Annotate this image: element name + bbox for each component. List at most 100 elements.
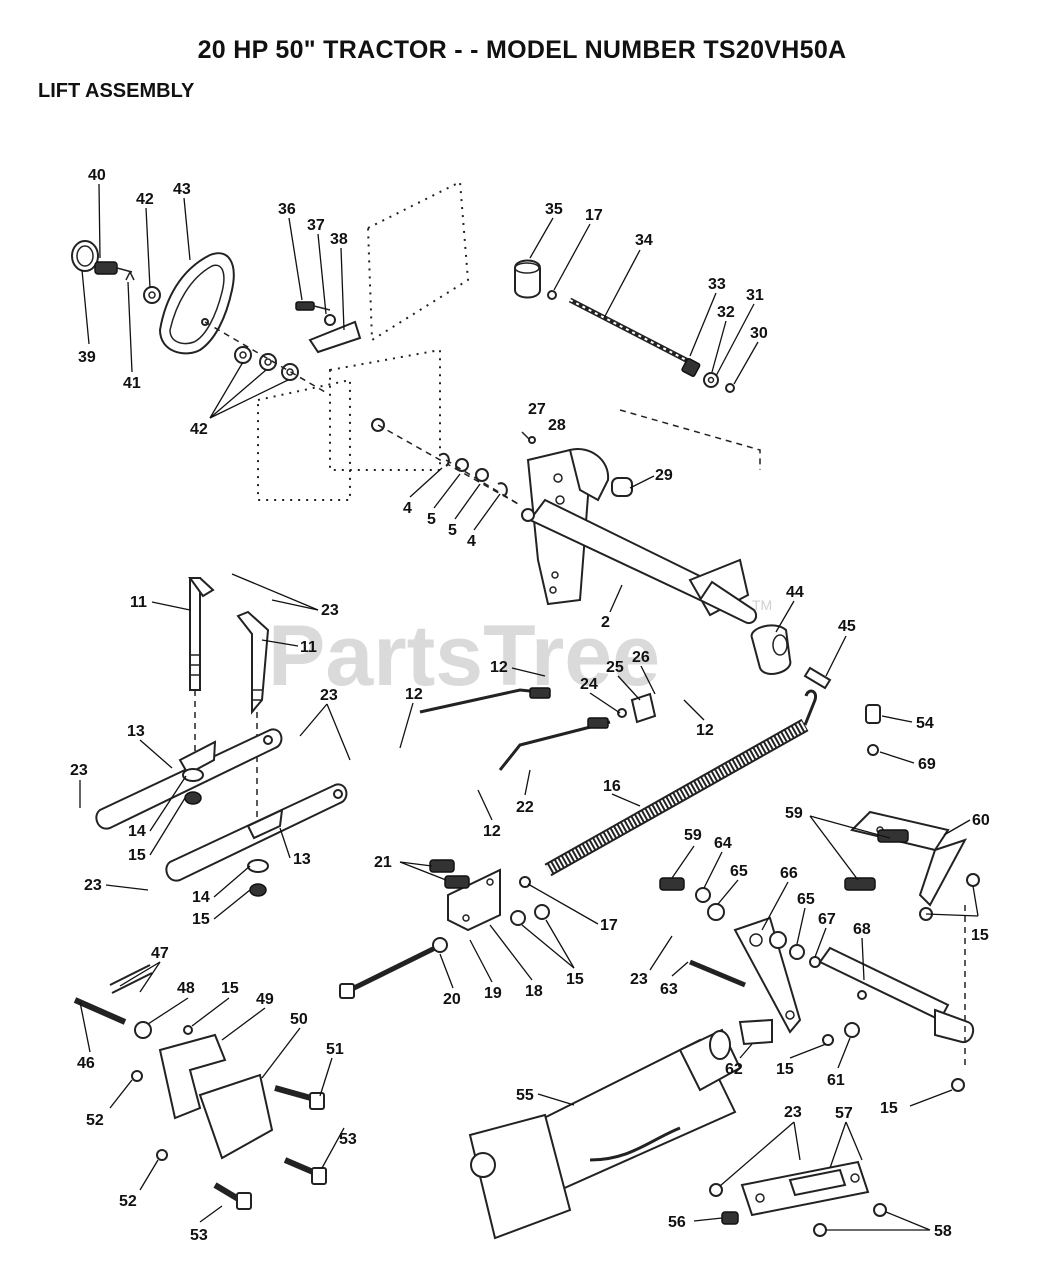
callout-17: 17 <box>585 207 603 224</box>
callout-23: 23 <box>630 971 648 988</box>
callout-labels: 40 42 43 39 41 42 36 37 38 35 17 34 33 3… <box>70 167 990 1244</box>
arm-68 <box>818 905 975 1092</box>
callout-69: 69 <box>918 756 936 773</box>
callout-15: 15 <box>880 1100 898 1117</box>
callout-68: 68 <box>853 921 871 938</box>
callout-36: 36 <box>278 201 296 218</box>
callout-17: 17 <box>600 917 618 934</box>
callout-63: 63 <box>660 981 678 998</box>
callout-54: 54 <box>916 715 934 732</box>
callout-49: 49 <box>256 991 274 1008</box>
watermark: PartsTree <box>268 608 660 704</box>
callout-25: 25 <box>606 659 624 676</box>
callout-41: 41 <box>123 375 141 392</box>
callout-16: 16 <box>603 778 621 795</box>
callout-12: 12 <box>405 686 423 703</box>
callout-12: 12 <box>696 722 714 739</box>
callout-30: 30 <box>750 325 768 342</box>
callout-51: 51 <box>326 1041 344 1058</box>
callout-44: 44 <box>786 584 804 601</box>
bracket-49-50 <box>73 964 327 1210</box>
callout-50: 50 <box>290 1011 308 1028</box>
callout-15: 15 <box>221 980 239 997</box>
lift-shaft <box>521 448 758 624</box>
callout-61: 61 <box>827 1072 845 1089</box>
callout-15: 15 <box>566 971 584 988</box>
callout-39: 39 <box>78 349 96 366</box>
diagram-title: 20 HP 50" TRACTOR - - MODEL NUMBER TS20V… <box>197 36 847 64</box>
callout-67: 67 <box>818 911 836 928</box>
callout-62: 62 <box>725 1061 743 1078</box>
callout-23: 23 <box>70 762 88 779</box>
callout-15: 15 <box>192 911 210 928</box>
callout-23: 23 <box>784 1104 802 1121</box>
callout-42: 42 <box>190 421 208 438</box>
callout-2: 2 <box>601 614 610 631</box>
knob-group <box>71 240 326 393</box>
callout-48: 48 <box>177 980 195 997</box>
rod-assembly <box>514 259 761 470</box>
actuator-55 <box>468 1028 742 1240</box>
callout-59: 59 <box>785 805 803 822</box>
callout-66: 66 <box>780 865 798 882</box>
link-rod-22 <box>419 687 657 771</box>
callout-64: 64 <box>714 835 732 852</box>
callout-12: 12 <box>490 659 508 676</box>
callout-42: 42 <box>136 191 154 208</box>
watermark-tm: TM <box>752 597 772 613</box>
callout-53: 53 <box>190 1227 208 1244</box>
callout-15: 15 <box>776 1061 794 1078</box>
callout-52: 52 <box>119 1193 137 1210</box>
callout-53: 53 <box>339 1131 357 1148</box>
callout-12: 12 <box>483 823 501 840</box>
callout-47: 47 <box>151 945 169 962</box>
washers-4-5 <box>439 452 521 506</box>
callout-26: 26 <box>632 649 650 666</box>
callout-55: 55 <box>516 1087 534 1104</box>
callout-21: 21 <box>374 854 392 871</box>
callout-60: 60 <box>972 812 990 829</box>
callout-23: 23 <box>320 687 338 704</box>
frame-plate <box>257 180 521 506</box>
lift-rods <box>188 577 270 820</box>
callout-65: 65 <box>797 891 815 908</box>
plate-57 <box>709 1160 887 1237</box>
callout-23: 23 <box>84 877 102 894</box>
callout-34: 34 <box>635 232 653 249</box>
lift-links-13 <box>95 728 348 897</box>
bracket-60 <box>844 704 980 921</box>
callout-18: 18 <box>525 983 543 1000</box>
callout-35: 35 <box>545 201 563 218</box>
callout-28: 28 <box>548 417 566 434</box>
callout-11: 11 <box>300 639 317 656</box>
callout-32: 32 <box>717 304 735 321</box>
callout-27: 27 <box>528 401 546 418</box>
pin-27-28 <box>521 431 536 444</box>
callout-33: 33 <box>708 276 726 293</box>
callout-38: 38 <box>330 231 348 248</box>
bushing-44 <box>750 624 832 690</box>
callout-14: 14 <box>128 823 146 840</box>
callout-45: 45 <box>838 618 856 635</box>
callout-58: 58 <box>934 1223 952 1240</box>
section-title: LIFT ASSEMBLY <box>38 80 195 102</box>
callout-65: 65 <box>730 863 748 880</box>
callout-56: 56 <box>668 1214 686 1231</box>
callout-46: 46 <box>77 1055 95 1072</box>
callout-5: 5 <box>448 522 457 539</box>
callout-22: 22 <box>516 799 534 816</box>
callout-23: 23 <box>321 602 339 619</box>
callout-13: 13 <box>293 851 311 868</box>
callout-37: 37 <box>307 217 325 234</box>
bracket-clip-group <box>295 301 362 354</box>
bracket-18 <box>339 859 550 999</box>
callout-5: 5 <box>427 511 436 528</box>
callout-11: 11 <box>130 594 147 611</box>
callout-14: 14 <box>192 889 210 906</box>
leader-lines <box>79 183 979 1231</box>
callout-4: 4 <box>467 533 476 550</box>
callout-15: 15 <box>128 847 146 864</box>
callout-24: 24 <box>580 676 598 693</box>
callout-59: 59 <box>684 827 702 844</box>
